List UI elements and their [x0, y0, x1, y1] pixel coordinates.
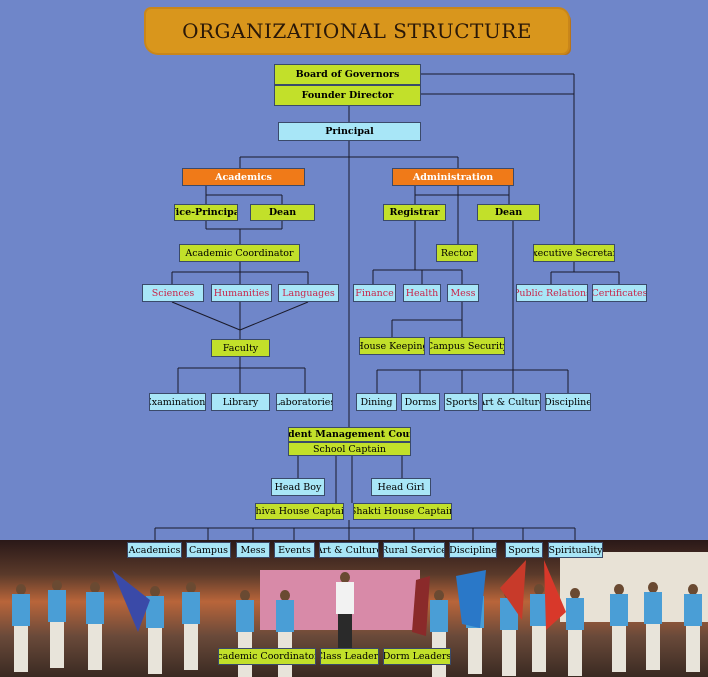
node-student-sports: Sports: [505, 542, 543, 558]
node-student-discipline: Discipline: [449, 542, 497, 558]
node-languages: Languages: [278, 284, 339, 302]
node-rector: Rector: [436, 244, 478, 262]
node-executive-secretary: Executive Secretary: [533, 244, 615, 262]
node-student-mess: Mess: [236, 542, 270, 558]
student-figure: [610, 584, 628, 674]
node-dean-administration: Dean: [477, 204, 540, 221]
title-banner: ORGANIZATIONAL STRUCTURE: [146, 9, 568, 53]
node-dorms: Dorms: [401, 393, 440, 411]
node-dean-academics: Dean: [250, 204, 315, 221]
student-figure: [86, 582, 104, 672]
node-campus-security: Campus Security: [429, 337, 505, 355]
node-laboratories: Laboratories: [276, 393, 333, 411]
student-figure: [12, 584, 30, 674]
page-title: ORGANIZATIONAL STRUCTURE: [182, 19, 532, 43]
node-student-campus: Campus: [186, 542, 231, 558]
node-principal: Principal: [278, 122, 421, 141]
node-academic-coordinator: Academic Coordinator: [179, 244, 300, 262]
node-public-relations: Public Relations: [516, 284, 588, 302]
node-student-management-council: Student Management Council: [288, 427, 411, 442]
node-student-spirituality: Spirituality: [548, 542, 603, 558]
node-discipline-admin: Discipline: [545, 393, 591, 411]
node-student-academics: Academics: [127, 542, 182, 558]
node-founder-director: Founder Director: [274, 85, 421, 106]
node-class-leaders: Class Leaders: [320, 648, 379, 665]
background-wall: [560, 552, 708, 622]
node-examinations: Examinations: [149, 393, 206, 411]
node-board-of-governors: Board of Governors: [274, 64, 421, 85]
node-dining: Dining: [356, 393, 397, 411]
node-dorm-leaders: Dorm Leaders: [383, 648, 451, 665]
flags: [112, 560, 566, 636]
node-head-boy: Head Boy: [271, 478, 325, 496]
node-vice-principal: Vice-Principal: [174, 204, 238, 221]
node-faculty: Faculty: [211, 339, 270, 357]
node-house-keeping: House Keeping: [359, 337, 425, 355]
node-library: Library: [211, 393, 270, 411]
student-assembly-photo: [0, 540, 708, 677]
node-academic-coordinators: Academic Coordinators: [218, 648, 316, 665]
node-art-culture-admin: Art & Culture: [482, 393, 541, 411]
student-figure: [430, 590, 448, 677]
node-student-art-culture: Art & Culture: [319, 542, 379, 558]
node-shiva-house-captain: Shiva House Captain: [255, 503, 344, 520]
student-figure: [48, 580, 66, 670]
node-health: Health: [403, 284, 441, 302]
node-administration: Administration: [392, 168, 514, 186]
student-figure: [684, 584, 702, 674]
student-figure: [530, 584, 548, 674]
student-figure: [182, 582, 200, 672]
node-mess-admin: Mess: [447, 284, 479, 302]
student-figure: [566, 588, 584, 676]
node-finance: Finance: [353, 284, 396, 302]
node-head-girl: Head Girl: [371, 478, 431, 496]
node-academics: Academics: [182, 168, 305, 186]
student-figure: [146, 586, 164, 676]
student-figure: [644, 582, 662, 672]
node-certificates: Certificates: [592, 284, 647, 302]
node-student-rural-service: Rural Service: [383, 542, 445, 558]
node-sports-admin: Sports: [444, 393, 479, 411]
node-shakti-house-captain: Shakti House Captain: [353, 503, 452, 520]
node-humanities: Humanities: [211, 284, 272, 302]
node-school-captain: School Captain: [288, 442, 411, 456]
node-student-events: Events: [274, 542, 315, 558]
node-sciences: Sciences: [142, 284, 204, 302]
node-registrar: Registrar: [383, 204, 446, 221]
